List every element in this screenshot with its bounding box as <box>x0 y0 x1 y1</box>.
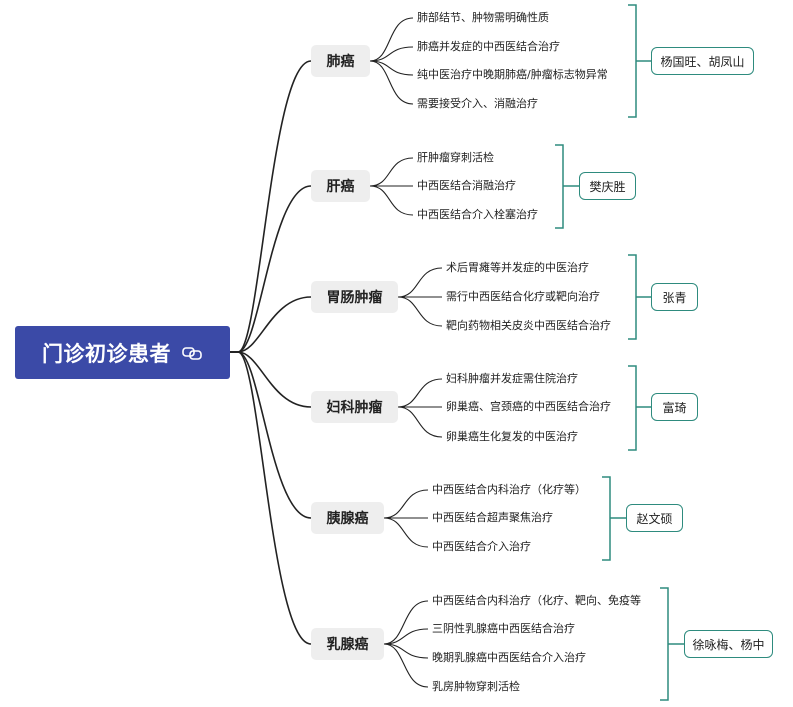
leaf-connector <box>383 628 429 645</box>
leaf-connector <box>369 157 414 187</box>
root-title: 门诊初诊患者 <box>42 341 171 366</box>
bracket <box>628 4 637 118</box>
leaf-item[interactable]: 肺部结节、肿物需明确性质 <box>417 11 549 24</box>
leaf-item[interactable]: 三阴性乳腺癌中西医结合治疗 <box>432 622 575 635</box>
leaf-item[interactable]: 中西医结合超声聚焦治疗 <box>432 511 553 524</box>
leaf-connector <box>369 185 414 216</box>
leaf-connector <box>383 489 429 519</box>
root-connector <box>230 185 312 353</box>
leaf-item[interactable]: 需行中西医结合化疗或靶向治疗 <box>446 290 600 303</box>
leaf-connector <box>397 378 443 408</box>
bracket <box>555 144 564 229</box>
root-connector <box>230 296 312 353</box>
leaf-item[interactable]: 中西医结合介入治疗 <box>432 540 531 553</box>
doctor-node[interactable]: 富琦 <box>651 393 698 421</box>
leaf-connector <box>383 600 429 645</box>
category-node[interactable]: 胃肠肿瘤 <box>311 281 398 313</box>
category-node[interactable]: 肝癌 <box>311 170 370 202</box>
leaf-item[interactable]: 乳房肿物穿刺活检 <box>432 680 520 693</box>
leaf-item[interactable]: 中西医结合消融治疗 <box>417 179 516 192</box>
bracket <box>628 365 637 451</box>
bracket <box>628 254 637 340</box>
category-node[interactable]: 胰腺癌 <box>311 502 384 534</box>
doctor-node[interactable]: 徐咏梅、杨中 <box>684 630 773 658</box>
doctor-node[interactable]: 赵文硕 <box>626 504 683 532</box>
leaf-item[interactable]: 肝肿瘤穿刺活检 <box>417 151 494 164</box>
link-icon[interactable] <box>181 345 203 361</box>
doctor-node[interactable]: 杨国旺、胡凤山 <box>651 47 754 75</box>
leaf-item[interactable]: 中西医结合介入栓塞治疗 <box>417 208 538 221</box>
leaf-item[interactable]: 中西医结合内科治疗（化疗等） <box>432 483 586 496</box>
leaf-connector <box>369 17 414 62</box>
leaf-connector <box>397 406 443 438</box>
doctor-node[interactable]: 张青 <box>651 283 698 311</box>
leaf-connector <box>383 517 429 548</box>
leaf-connector <box>369 60 414 105</box>
leaf-item[interactable]: 靶向药物相关皮炎中西医结合治疗 <box>446 319 611 332</box>
leaf-item[interactable]: 卵巢癌生化复发的中医治疗 <box>446 430 578 443</box>
leaf-item[interactable]: 晚期乳腺癌中西医结合介入治疗 <box>432 651 586 664</box>
root-connector <box>230 351 312 645</box>
root-connector <box>230 351 312 408</box>
leaf-item[interactable]: 妇科肿瘤并发症需住院治疗 <box>446 372 578 385</box>
leaf-item[interactable]: 术后胃瘫等并发症的中医治疗 <box>446 261 589 274</box>
leaf-item[interactable]: 卵巢癌、宫颈癌的中西医结合治疗 <box>446 400 611 413</box>
leaf-connector <box>383 643 429 688</box>
category-node[interactable]: 乳腺癌 <box>311 628 384 660</box>
leaf-connector <box>369 46 414 62</box>
root-connector <box>230 60 312 353</box>
doctor-node[interactable]: 樊庆胜 <box>579 172 636 200</box>
category-node[interactable]: 肺癌 <box>311 45 370 77</box>
leaf-item[interactable]: 肺癌并发症的中西医结合治疗 <box>417 40 560 53</box>
leaf-item[interactable]: 需要接受介入、消融治疗 <box>417 97 538 110</box>
leaf-connector <box>397 267 443 298</box>
leaf-item[interactable]: 中西医结合内科治疗（化疗、靶向、免疫等 <box>432 594 641 607</box>
category-node[interactable]: 妇科肿瘤 <box>311 391 398 423</box>
leaf-connector <box>397 296 443 327</box>
bracket <box>660 587 669 701</box>
root-node[interactable]: 门诊初诊患者 <box>15 326 230 379</box>
leaf-item[interactable]: 纯中医治疗中晚期肺癌/肿瘤标志物异常 <box>417 68 608 81</box>
bracket <box>602 476 611 561</box>
root-connector <box>230 351 312 519</box>
